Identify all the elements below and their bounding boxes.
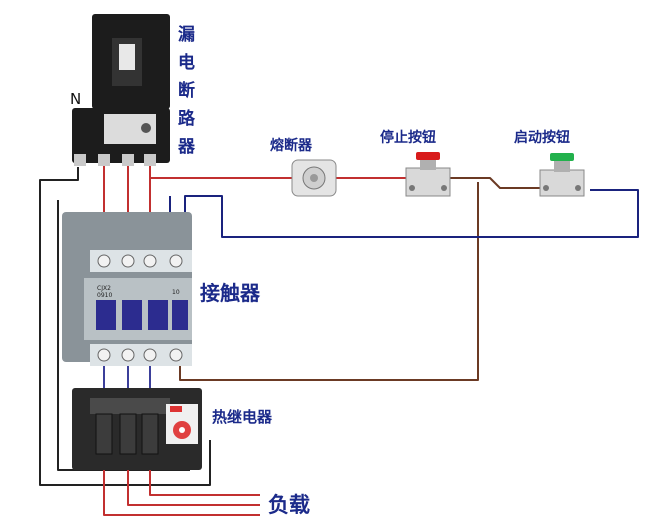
contactor-top-terminal-3 bbox=[143, 254, 157, 268]
start-button-label: 启动按钮 bbox=[514, 129, 570, 146]
contactor-top-strip bbox=[90, 250, 192, 272]
contactor: CJX2 0910 10 bbox=[62, 212, 192, 366]
leakage-breaker bbox=[72, 14, 170, 166]
contactor-window-2 bbox=[122, 300, 142, 330]
contactor-window-4 bbox=[172, 300, 188, 330]
neutral-wire bbox=[39, 167, 211, 486]
breaker-label-char-4: 路 bbox=[178, 108, 196, 129]
start-button bbox=[539, 153, 585, 197]
contactor-window-1 bbox=[96, 300, 116, 330]
start-button-screw-1 bbox=[543, 185, 549, 191]
start-button-cap bbox=[550, 153, 574, 161]
breaker-label-char-5: 器 bbox=[177, 137, 196, 157]
contactor-model-line2: 0910 bbox=[97, 292, 112, 299]
breaker-terminal-2 bbox=[122, 154, 134, 166]
contactor-top-terminal-1 bbox=[97, 254, 111, 268]
load-wire-2 bbox=[127, 470, 260, 506]
contactor-aux-marking: 10 bbox=[172, 289, 180, 296]
breaker-terminal-3 bbox=[144, 154, 156, 166]
contactor-top-terminal-4 bbox=[169, 254, 183, 268]
contactor-bottom-terminal-2 bbox=[121, 348, 135, 362]
relay-pole-1 bbox=[95, 413, 113, 455]
contactor-bottom-terminal-1 bbox=[97, 348, 111, 362]
stop-button-stem bbox=[420, 158, 436, 170]
relay-pole-2 bbox=[119, 413, 137, 455]
start-button-stem bbox=[554, 160, 570, 172]
neutral-label: N bbox=[70, 90, 81, 108]
stop-button bbox=[405, 152, 451, 197]
start-button-base bbox=[539, 169, 585, 197]
contactor-model-line1: CJX2 bbox=[97, 285, 111, 292]
breaker-handle bbox=[119, 44, 135, 70]
load-wire-3 bbox=[149, 470, 260, 496]
stop-button-label: 停止按钮 bbox=[380, 129, 436, 146]
contactor-label: 接触器 bbox=[200, 281, 261, 305]
fuse-cap-center bbox=[310, 174, 318, 182]
breaker-label-char-1: 漏 bbox=[178, 25, 195, 45]
contactor-bottom-terminal-3 bbox=[143, 348, 157, 362]
thermal-relay-label: 热继电器 bbox=[212, 408, 273, 426]
load-label: 负载 bbox=[268, 493, 310, 517]
breaker-label-char-3: 断 bbox=[178, 80, 195, 101]
relay-top-strip bbox=[90, 398, 170, 414]
fuse bbox=[291, 159, 337, 197]
start-button-screw-2 bbox=[575, 185, 581, 191]
relay-reset-tab bbox=[170, 406, 182, 412]
breaker-label-char-2: 电 bbox=[178, 52, 195, 73]
return-wire-to-aux bbox=[179, 182, 479, 381]
thermal-relay bbox=[72, 388, 202, 470]
stop-button-cap bbox=[416, 152, 440, 160]
stop-button-screw-2 bbox=[441, 185, 447, 191]
contactor-window-3 bbox=[148, 300, 168, 330]
breaker-label: 漏 电 断 路 器 bbox=[177, 25, 196, 157]
breaker-test-button bbox=[141, 123, 151, 133]
relay-setting-dial-center bbox=[179, 427, 185, 433]
coil-control-wire bbox=[184, 189, 639, 250]
breaker-terminal-n bbox=[74, 154, 86, 166]
breaker-terminal-1 bbox=[98, 154, 110, 166]
contactor-top-terminal-2 bbox=[121, 254, 135, 268]
stop-button-base bbox=[405, 167, 451, 197]
fuse-label: 熔断器 bbox=[270, 137, 313, 154]
relay-pole-3 bbox=[141, 413, 159, 455]
contactor-bottom-terminal-4 bbox=[169, 348, 183, 362]
stop-button-screw-1 bbox=[409, 185, 415, 191]
load-wire-1 bbox=[103, 470, 260, 516]
contactor-bottom-strip bbox=[90, 344, 192, 366]
wire-stop-to-start bbox=[450, 177, 540, 189]
